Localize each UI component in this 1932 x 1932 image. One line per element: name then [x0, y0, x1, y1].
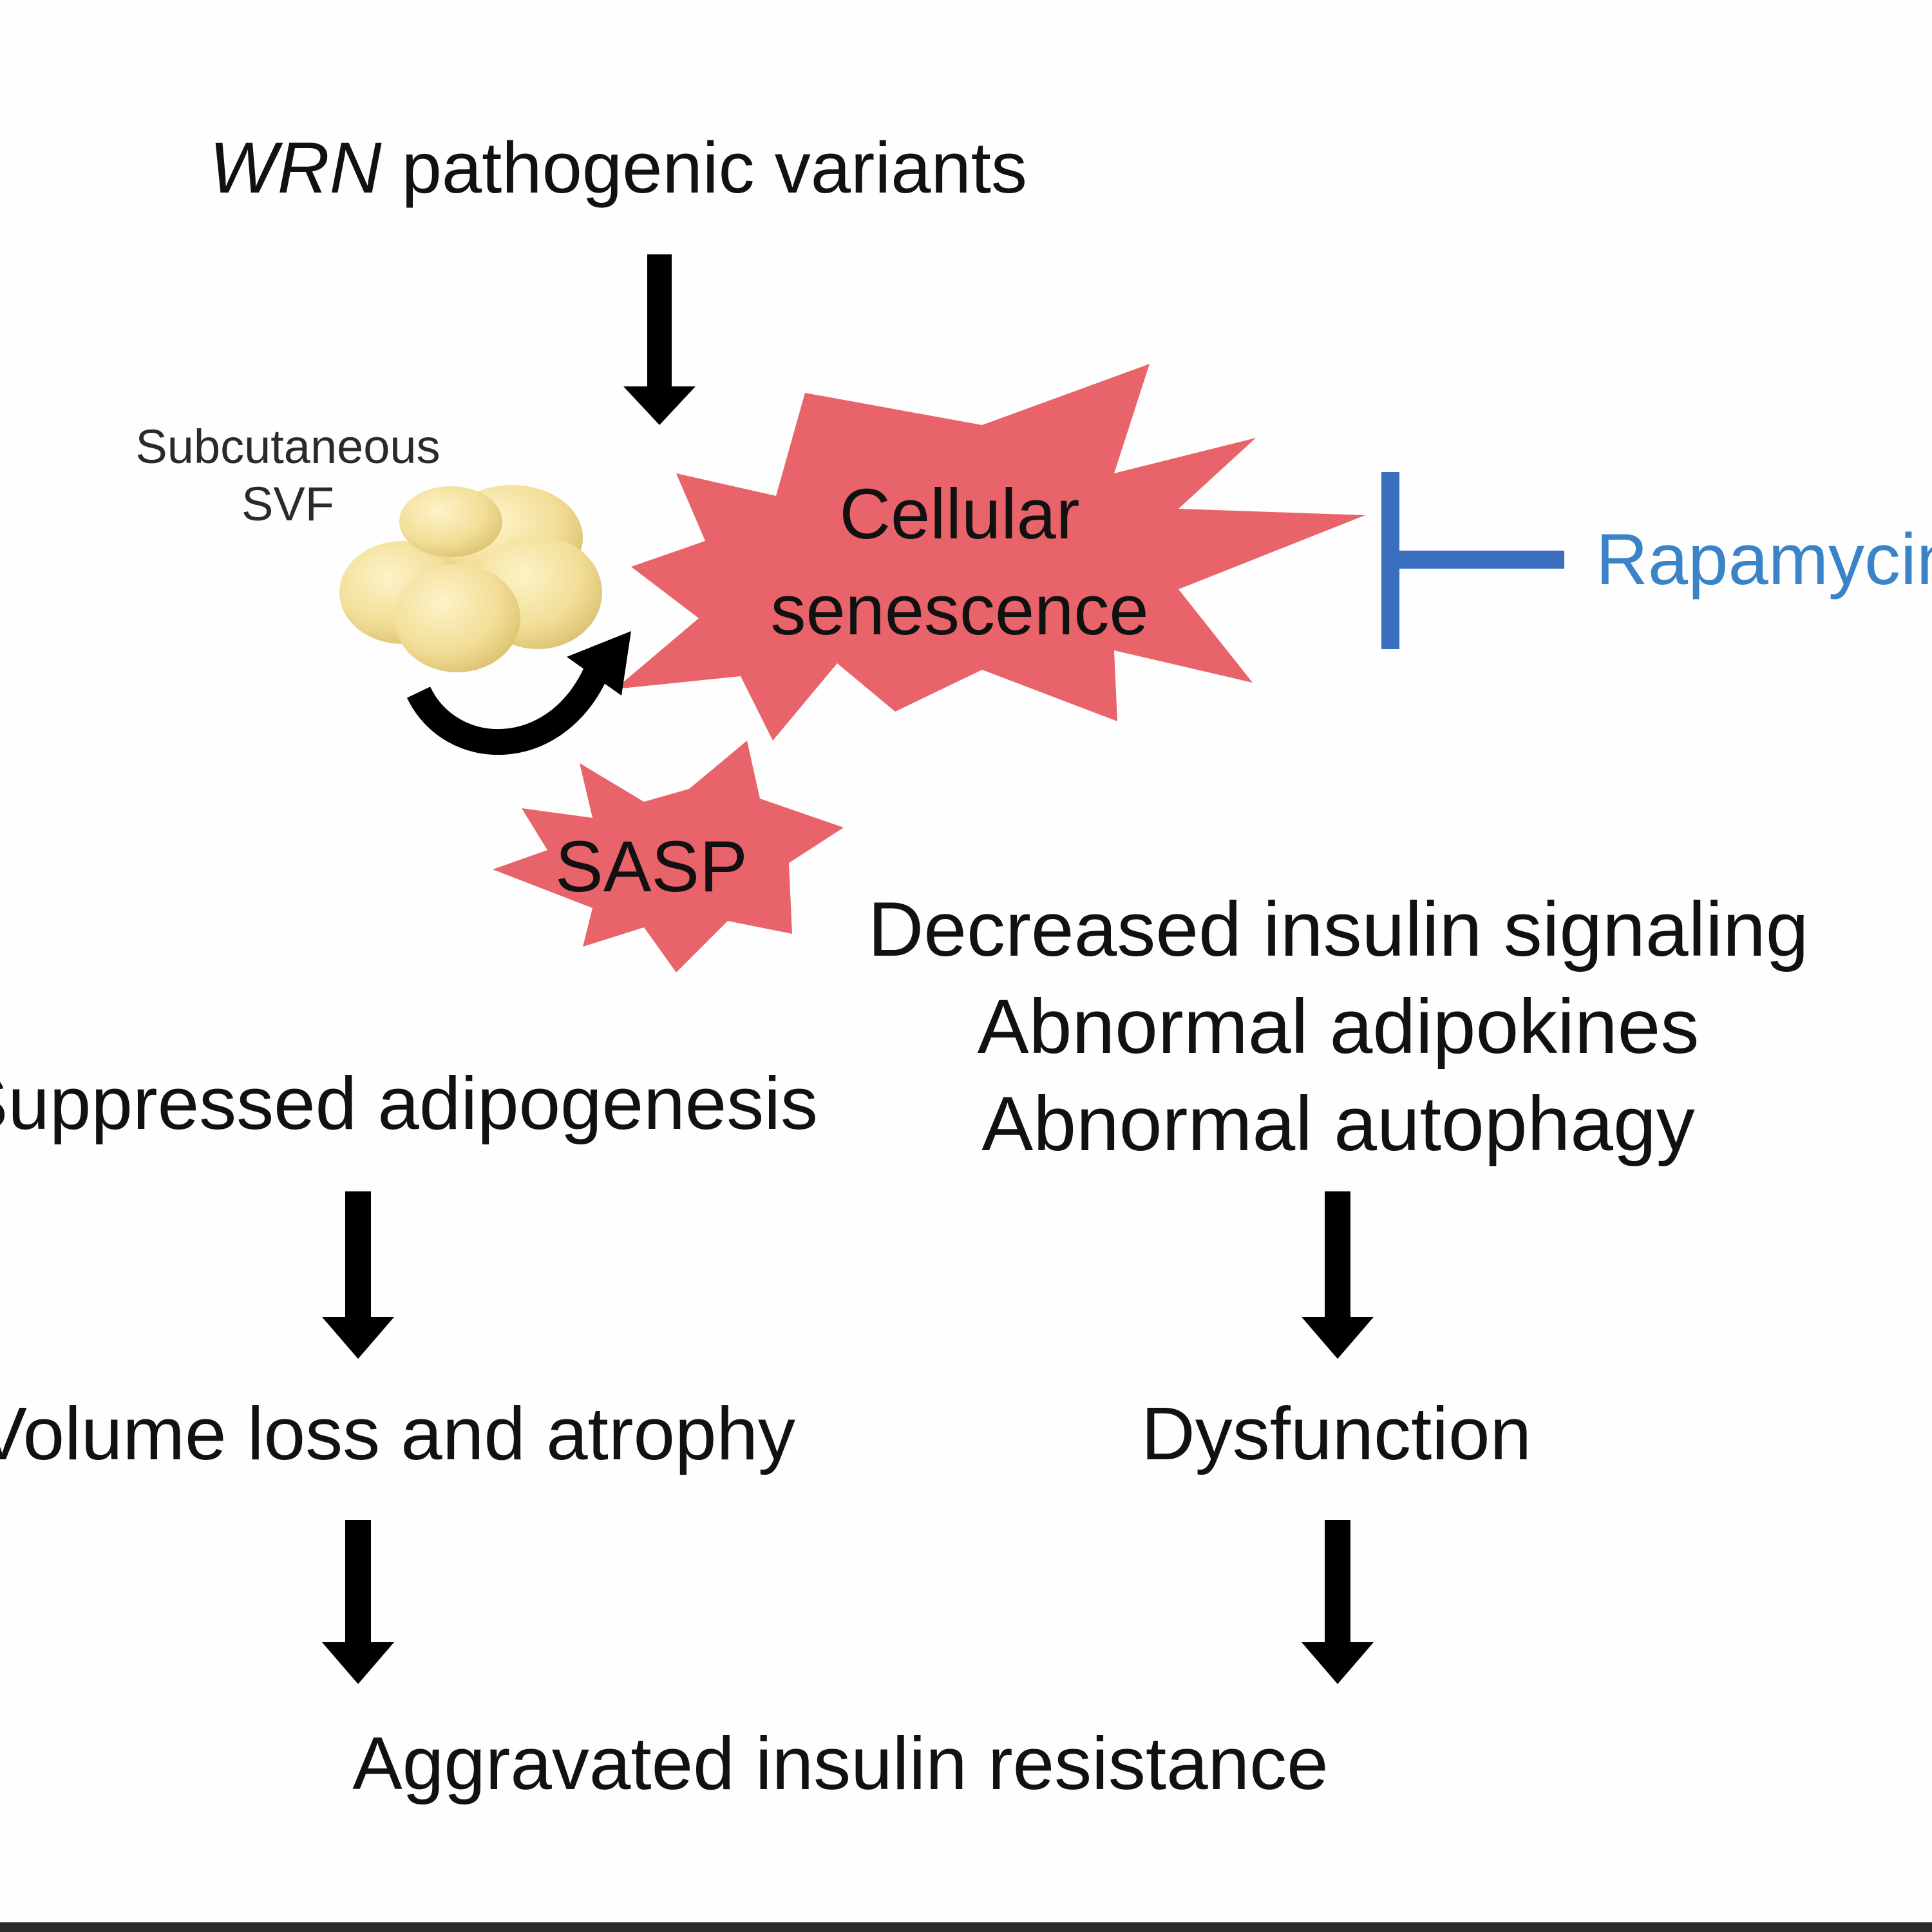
arrow-top-down — [623, 254, 696, 425]
top-label-rest: pathogenic variants — [381, 128, 1027, 208]
left-outcome: Volume loss and atrophy — [0, 1392, 795, 1475]
rapamycin-label: Rapamycin — [1596, 519, 1932, 600]
arrow-left-2 — [322, 1520, 394, 1684]
gene-name: WRN — [209, 128, 382, 208]
top-label: WRN pathogenic variants — [209, 132, 1027, 204]
svf-label-line2: SVF — [242, 477, 334, 531]
arrow-right-1 — [1302, 1191, 1374, 1359]
sasp-starburst — [493, 741, 844, 972]
senescence-starburst — [615, 364, 1365, 741]
svf-cell-cluster — [339, 485, 602, 672]
senescence-line2: senescence — [770, 570, 1149, 650]
sasp-label: SASP — [555, 826, 748, 907]
bottom-border — [0, 1922, 1932, 1932]
right-effect-2: Abnormal adipokines — [977, 983, 1700, 1070]
right-effects: Decreased insulin signaling Abnormal adi… — [868, 881, 1809, 1173]
inhibition-bar — [1381, 472, 1564, 649]
left-effect: Suppressed adipogenesis — [0, 1061, 818, 1145]
right-effect-1: Decreased insulin signaling — [867, 886, 1809, 972]
right-effect-3: Abnormal autophagy — [981, 1081, 1695, 1168]
senescence-label: Cellular senescence — [770, 467, 1148, 658]
arrow-right-2 — [1302, 1520, 1374, 1684]
arrow-left-1 — [322, 1191, 394, 1359]
final-outcome: Aggravated insulin resistance — [352, 1721, 1329, 1805]
senescence-line1: Cellular — [839, 475, 1080, 554]
right-outcome: Dysfunction — [1141, 1392, 1532, 1475]
svf-label-line1: Subcutaneous — [135, 420, 440, 473]
svf-label: Subcutaneous SVF — [135, 419, 440, 533]
feedback-curved-arrow — [406, 631, 631, 755]
